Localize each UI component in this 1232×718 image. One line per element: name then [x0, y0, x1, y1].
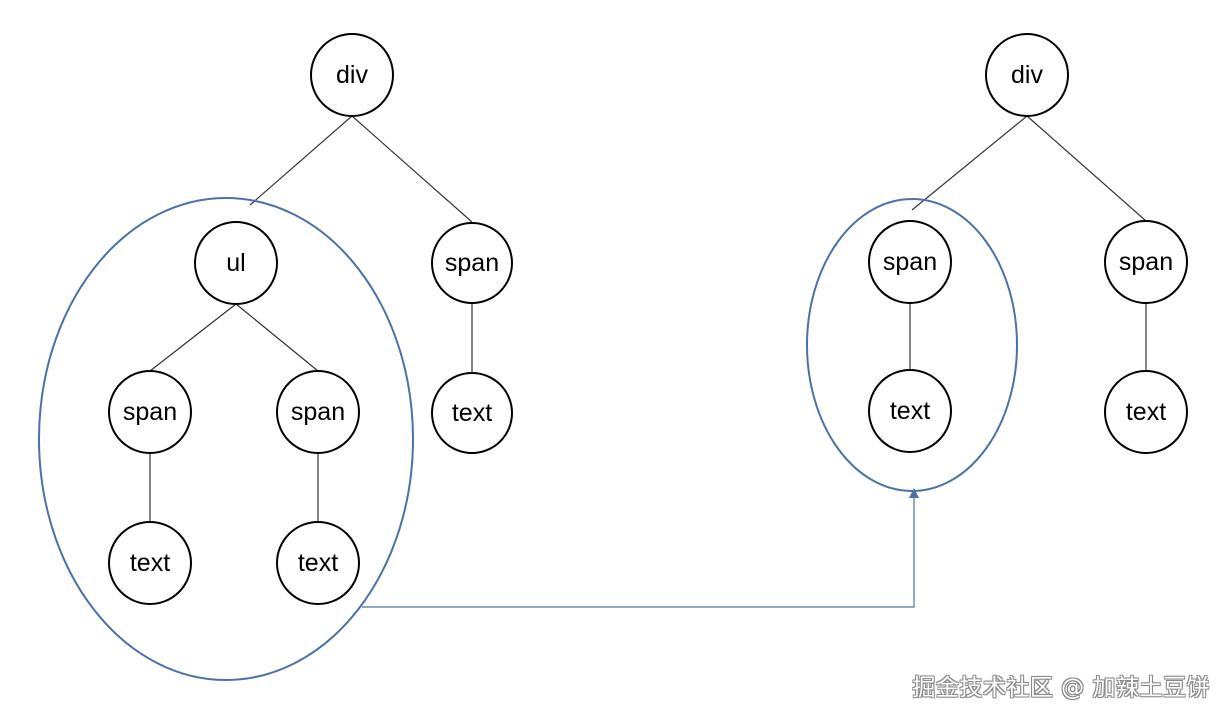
node-left-sibling-span: span	[431, 222, 513, 304]
watermark: 掘金技术社区 @ 加辣土豆饼	[912, 675, 1210, 701]
node-label: text	[298, 549, 338, 577]
edge-ul-span2	[235, 303, 319, 372]
node-left-list-text-1: text	[108, 521, 192, 605]
node-label: div	[336, 61, 368, 89]
node-right-span-2: span	[1104, 220, 1188, 304]
node-label: text	[130, 549, 170, 577]
node-right-root: div	[985, 33, 1069, 117]
move-arrow	[362, 488, 919, 608]
left-group-ellipse	[38, 197, 414, 681]
node-left-sibling-text: text	[431, 372, 513, 454]
node-left-root: div	[310, 33, 394, 117]
edge-right-div-span1	[911, 115, 1028, 211]
node-label: span	[123, 398, 177, 426]
node-label: span	[445, 249, 499, 277]
edge-right-div-span2	[1026, 115, 1147, 222]
node-right-text-1: text	[868, 369, 952, 453]
node-right-span-1: span	[868, 220, 952, 304]
node-label: text	[890, 397, 930, 425]
node-label: text	[452, 399, 492, 427]
node-right-text-2: text	[1104, 370, 1188, 454]
node-label: ul	[226, 249, 245, 277]
node-label: div	[1011, 61, 1043, 89]
node-left-list-span-1: span	[108, 370, 192, 454]
node-label: text	[1126, 398, 1166, 426]
edge-div-span	[351, 115, 473, 223]
edge-div-ul	[249, 115, 353, 206]
node-left-list-text-2: text	[276, 521, 360, 605]
node-left-ul: ul	[194, 221, 278, 305]
node-label: span	[883, 248, 937, 276]
edge-ul-span1	[149, 303, 237, 372]
node-label: span	[291, 398, 345, 426]
node-label: span	[1119, 248, 1173, 276]
node-left-list-span-2: span	[276, 370, 360, 454]
